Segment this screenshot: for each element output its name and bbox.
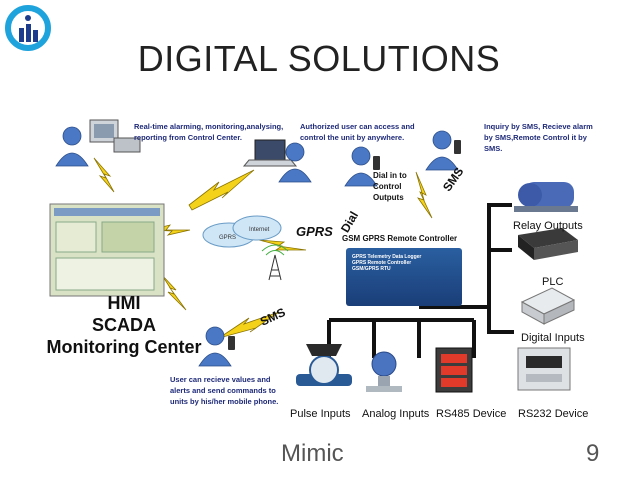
note-authorized: Authorized user can access and control t… [300, 122, 415, 142]
water-meter-icon [296, 344, 352, 386]
mc-line-hmi: HMI [107, 293, 141, 313]
relay-outputs-label: Relay Outputs [513, 220, 583, 232]
note-user-mobile: User can recieve values and alerts and s… [170, 375, 279, 406]
rs485-device-icon [435, 347, 473, 393]
lightning-bolts [93, 157, 433, 339]
user-icon [344, 146, 378, 187]
internet-label: Internet [249, 227, 270, 233]
user-icon [278, 142, 312, 183]
analog-inputs-label: Analog Inputs [362, 408, 430, 420]
note-dial-in: Dial in to Control Outputs [373, 171, 407, 202]
plc-label: PLC [542, 276, 564, 288]
mobile-phone-icons [228, 140, 461, 350]
gsm-gprs-controller: GPRS Telemetry Data Logger GPRS Remote C… [346, 248, 462, 306]
rs232-device-label: RS232 Device [518, 408, 589, 420]
note-realtime: Real-time alarming, monitoring,analysing… [134, 122, 284, 142]
user-icon [425, 130, 459, 171]
system-diagram: GPRS Internet [49, 119, 578, 393]
controller-subtitle: GPRS Remote Controller [352, 260, 412, 266]
footer-label: Mimic [281, 440, 344, 467]
relay-pump-icon [514, 182, 578, 212]
antenna-tower-icon [261, 244, 289, 281]
plc-icon [518, 228, 578, 260]
analog-transmitter-icon [366, 351, 402, 392]
pulse-inputs-label: Pulse Inputs [290, 408, 351, 420]
desktop-computer-icon [89, 119, 141, 153]
laptop-icon [242, 139, 298, 167]
gprs-cloud-label: GPRS [219, 235, 236, 241]
slide-title: DIGITAL SOLUTIONS [137, 38, 501, 79]
user-icon [198, 326, 232, 367]
hmi-screen [49, 203, 165, 297]
page-number: 9 [586, 440, 600, 467]
controller-title: GSM GPRS Remote Controller [342, 234, 458, 243]
mc-line-center: Monitoring Center [46, 337, 202, 357]
users-group [55, 126, 459, 367]
note-inquiry: Inquiry by SMS, Recieve alarm by SMS,Rem… [484, 122, 593, 153]
controller-subtitle: GSM/GPRS RTU [352, 266, 391, 272]
gprs-link-label: GPRS [296, 224, 333, 239]
logo-icon [5, 5, 51, 51]
bus-lines [327, 203, 514, 358]
mc-line-scada: SCADA [91, 315, 156, 335]
rs232-device-icon [517, 347, 571, 391]
internet-cloud [202, 215, 282, 248]
digital-inputs-label: Digital Inputs [521, 332, 585, 344]
digital-inputs-icon [520, 287, 576, 325]
user-icon [55, 126, 89, 167]
controller-subtitle: GPRS Telemetry Data Logger [352, 254, 422, 260]
rs485-device-label: RS485 Device [436, 408, 507, 420]
